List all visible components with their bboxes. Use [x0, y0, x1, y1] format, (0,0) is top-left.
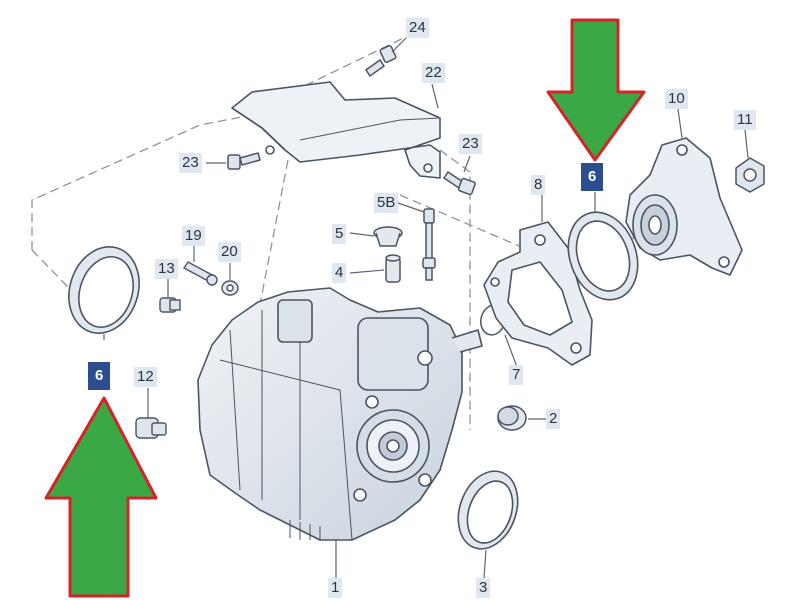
- callout-19: 19: [182, 226, 205, 246]
- arrow-up-icon: [44, 396, 158, 598]
- seal-ring-6-left: [68, 246, 140, 334]
- callout-10: 10: [665, 89, 688, 109]
- callout-20: 20: [218, 242, 241, 262]
- bolt-23-right: [442, 170, 476, 196]
- callout-3: 3: [476, 578, 491, 598]
- callout-23-left: 23: [179, 153, 202, 173]
- washer-20: [221, 280, 239, 296]
- cap-plug-2: [497, 405, 527, 431]
- bolt-24: [364, 45, 397, 78]
- callout-8: 8: [531, 175, 546, 195]
- callout-4: 4: [332, 263, 347, 283]
- callout-12: 12: [134, 367, 157, 387]
- seal-ring-6-top: [567, 211, 639, 301]
- callout-23-right: 23: [459, 134, 482, 154]
- leader-lines: [103, 35, 749, 579]
- plug-12: [135, 417, 167, 439]
- bleeder-19: [182, 261, 218, 286]
- callout-7: 7: [509, 365, 524, 385]
- gearbox-housing-part: [197, 287, 483, 541]
- stud-5b: [422, 208, 436, 281]
- callout-5: 5: [332, 224, 347, 244]
- callout-6-top: 6: [581, 163, 604, 191]
- callout-13: 13: [155, 259, 178, 279]
- sleeve-4: [385, 254, 401, 283]
- callout-5b: 5B: [374, 193, 399, 213]
- callout-6-left: 6: [88, 362, 111, 390]
- plug-13: [159, 297, 181, 313]
- callout-2: 2: [546, 409, 561, 429]
- callout-22: 22: [422, 63, 445, 83]
- cap-5: [373, 226, 403, 247]
- callout-1: 1: [328, 578, 343, 598]
- arrow-down-icon: [546, 18, 646, 162]
- callout-24: 24: [406, 18, 429, 38]
- flange-10: [625, 137, 743, 276]
- cover-plate-8: [483, 221, 593, 366]
- nut-11: [735, 157, 765, 193]
- callout-11: 11: [734, 110, 756, 130]
- seal-ring-3: [457, 470, 519, 550]
- heat-shield-part: [231, 81, 441, 179]
- bolt-23-left: [227, 152, 261, 170]
